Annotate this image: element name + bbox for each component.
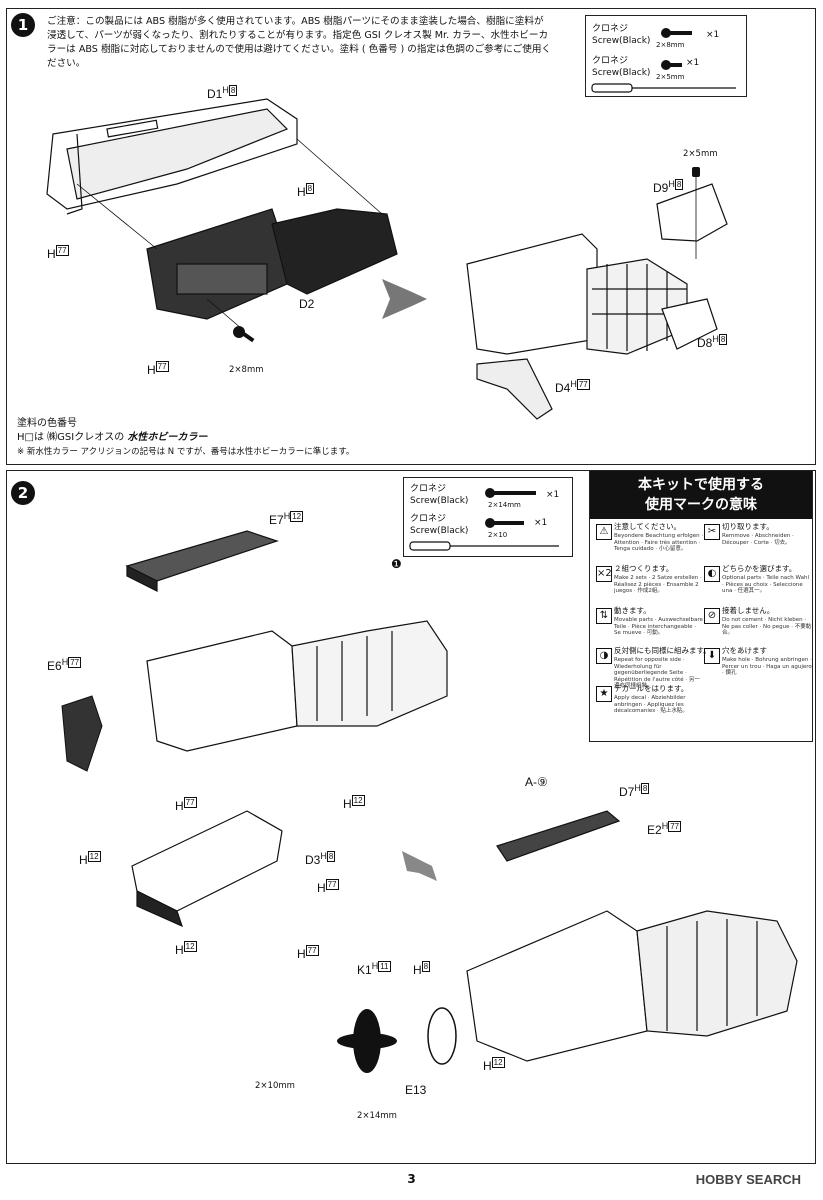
opposite-side-icon: ◑ — [596, 648, 612, 664]
no-cement-icon: ⊘ — [704, 608, 720, 624]
screw-en: Screw(Black) — [410, 496, 469, 506]
legend-item: ★デカールをはります。Apply decal · Abziehbilder an… — [596, 685, 704, 721]
screw-2x5 — [692, 167, 700, 259]
symbol-legend: 本キットで使用する 使用マークの意味 ⚠注意してください。Beyondere B… — [589, 471, 813, 742]
movable-icon: ⇅ — [596, 608, 612, 624]
screw-box: クロネジ Screw(Black) 2×14mm ×1 クロネジ Screw(B… — [403, 477, 573, 557]
step-2-illustration — [61, 530, 798, 1073]
legend-item: ⊘接着しません。Do not cement · Nicht kleben · N… — [704, 607, 812, 643]
screw-en: Screw(Black) — [410, 526, 469, 536]
paint-note: ※ 新水性カラー アクリジョンの記号は N ですが、番号は水性ホビーカラーに準じ… — [17, 447, 355, 457]
engine-block-left — [46, 98, 298, 215]
step-2-panel: 2 クロネジ Screw(Black) 2×14mm ×1 クロネジ Screw… — [6, 470, 816, 1164]
screw-qty: ×1 — [706, 30, 720, 40]
cover-e2 — [496, 810, 621, 862]
legend-item: ✂切り取ります。Remmove · Abschneiden · Découper… — [704, 523, 812, 559]
oil-pan-d3 — [131, 810, 283, 928]
cut-icon: ✂ — [704, 524, 720, 540]
screw-icons — [409, 488, 559, 551]
decal-ref: A-⑨ — [525, 775, 548, 789]
arrow-right-icon — [382, 279, 427, 319]
screw-size: 2×8mm — [656, 41, 685, 49]
screw-jp: クロネジ — [592, 56, 629, 66]
assembled-engine — [466, 183, 728, 420]
engine-block-d2 — [146, 208, 398, 320]
legend-item: ◑反対側にも同様に組みます。Repeat for opposite side ·… — [596, 647, 711, 689]
step-number: 2 — [11, 481, 35, 505]
screw-qty: ×1 — [686, 58, 700, 68]
screw-box: クロネジ Screw(Black) 2×8mm ×1 クロネジ Screw(Bl… — [585, 15, 747, 97]
screw-size: 2×5mm — [656, 73, 685, 81]
paint-line: H□は ㈱GSIクレオスの 水性ホビーカラー — [17, 432, 208, 443]
screw-en: Screw(Black) — [592, 68, 651, 78]
part-d2: D2 — [299, 297, 315, 311]
arrow-down-right-icon — [402, 851, 437, 881]
screw-size-label: 2×14mm — [357, 1111, 397, 1121]
assembled-engine-2 — [466, 910, 798, 1062]
screw-qty: ×1 — [534, 518, 548, 528]
screw-2x8 — [233, 326, 255, 343]
screw-size: 2×14mm — [488, 501, 521, 509]
screw-jp: クロネジ — [592, 24, 629, 34]
make-two-icon: ×2 — [596, 566, 612, 582]
screw-size-label: 2×10mm — [255, 1081, 295, 1091]
fan-k1 — [337, 1009, 397, 1073]
screw-size: 2×10 — [488, 531, 508, 539]
screw-size-label: 2×8mm — [229, 365, 264, 375]
valve-cover-e7 — [125, 530, 279, 592]
screw-en: Screw(Black) — [592, 36, 651, 46]
drill-hole-icon: ⬇ — [704, 648, 720, 664]
caution-icon: ⚠ — [596, 524, 612, 540]
part-e6-shape — [61, 695, 103, 772]
step-1-panel: 1 ご注意：この製品には ABS 樹脂が多く使用されています。ABS 樹脂パーツ… — [6, 8, 816, 465]
screw-qty: ×1 — [546, 490, 560, 500]
optional-icon: ◐ — [704, 566, 720, 582]
paint-title: 塗料の色番号 — [17, 418, 77, 429]
abs-caution-text: ご注意：この製品には ABS 樹脂が多く使用されています。ABS 樹脂パーツにそ… — [47, 16, 552, 69]
screw-jp: クロネジ — [410, 484, 447, 494]
page-number: 3 — [407, 1172, 416, 1186]
part-e13: E13 — [405, 1083, 427, 1097]
legend-item: ⚠注意してください。Beyondere Beachtung erfolgen ·… — [596, 523, 704, 559]
legend-title-2: 使用マークの意味 — [645, 497, 757, 513]
screw-icons — [591, 28, 736, 93]
screw-size-label: 2×5mm — [683, 149, 718, 159]
pulley-e13 — [427, 1007, 457, 1065]
decal-icon: ★ — [596, 686, 612, 702]
step-ref-1: ❶ — [391, 557, 402, 571]
legend-title-1: 本キットで使用する — [638, 477, 764, 493]
step-1-illustration — [46, 98, 728, 420]
engine-main — [146, 620, 448, 752]
legend-item: ◐どちらかを選びます。Optional parts · Teile nach W… — [704, 565, 812, 601]
legend-header: 本キットで使用する 使用マークの意味 — [590, 471, 812, 519]
screw-jp: クロネジ — [410, 514, 447, 524]
legend-item: ⇅動きます。Movable parts · Auswechselbare Tei… — [596, 607, 704, 643]
watermark: HOBBY SEARCH — [695, 1172, 801, 1187]
paint-legend: 塗料の色番号 H□は ㈱GSIクレオスの 水性ホビーカラー ※ 新水性カラー ア… — [17, 417, 354, 459]
step-number: 1 — [11, 13, 35, 37]
